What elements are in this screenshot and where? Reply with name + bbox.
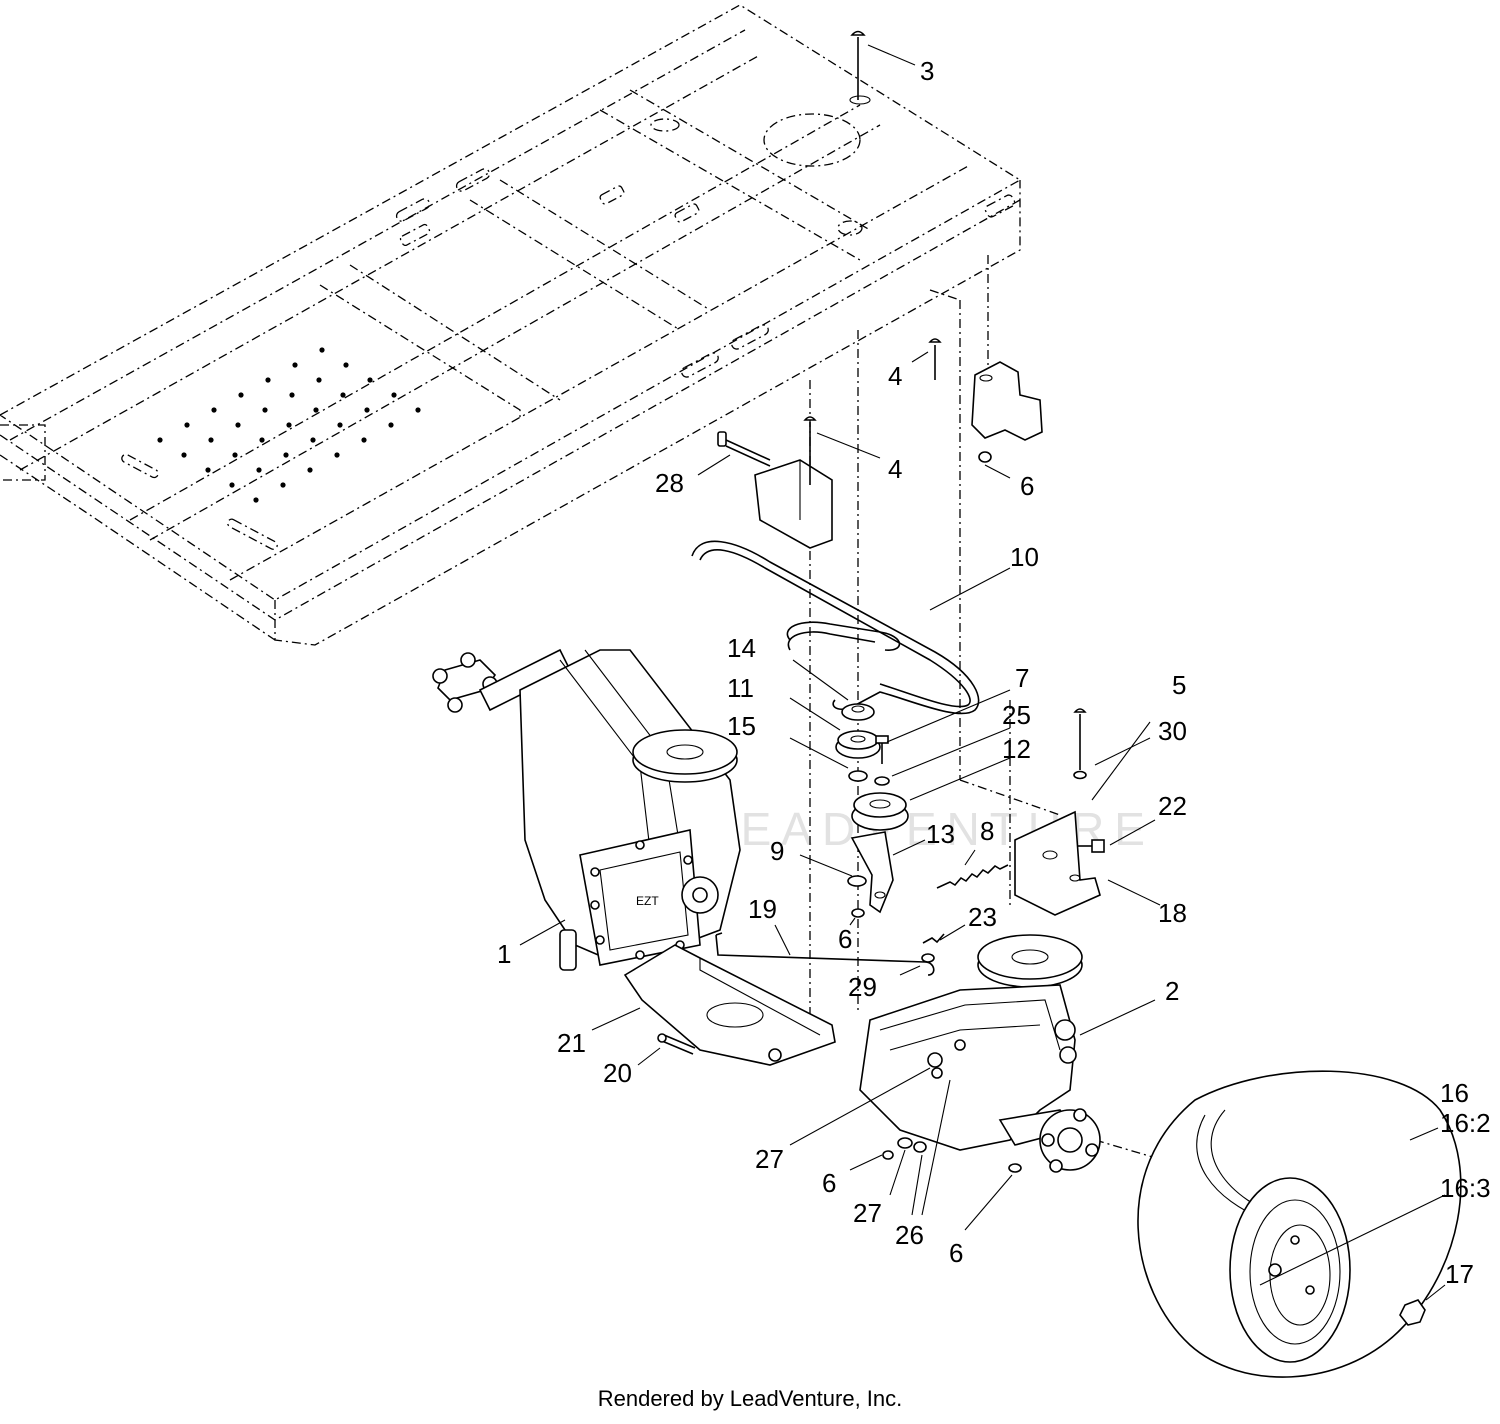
callout-8: 8: [980, 816, 994, 846]
callout-19: 19: [748, 894, 777, 924]
mount-bracket-left: [717, 416, 833, 549]
bracket-18: [1014, 708, 1105, 916]
callout-17: 17: [1445, 1259, 1474, 1289]
callout-20: 20: [603, 1058, 632, 1088]
callout-10: 10: [1010, 542, 1039, 572]
callout-30: 30: [1158, 716, 1187, 746]
callout-15: 15: [727, 711, 756, 741]
callout-18: 18: [1158, 898, 1187, 928]
callout-27b: 27: [853, 1198, 882, 1228]
callout-1: 1: [497, 939, 511, 969]
callout-23: 23: [968, 902, 997, 932]
callout-5: 5: [1172, 670, 1186, 700]
callout-7: 7: [1015, 663, 1029, 693]
callout-2: 2: [1165, 976, 1179, 1006]
callout-25: 25: [1002, 700, 1031, 730]
leader-lines: [519, 44, 1446, 1301]
callouts: 3 4 4 28 6 10 14 11 15 7 25 12 5 30 22 1…: [497, 56, 1491, 1289]
callout-11: 11: [727, 673, 754, 703]
idler-assembly: [835, 703, 1009, 918]
callout-14: 14: [727, 633, 756, 663]
callout-6c: 6: [822, 1168, 836, 1198]
callout-21: 21: [557, 1028, 586, 1058]
footer-credit: Rendered by LeadVenture, Inc.: [597, 1386, 903, 1411]
callout-29: 29: [848, 972, 877, 1002]
rear-wheel: [1137, 1070, 1462, 1378]
transaxle-right: [859, 934, 1101, 1173]
bracket-21: [623, 944, 836, 1066]
transaxle-left: EZT: [432, 648, 741, 971]
callout-3: 3: [920, 56, 934, 86]
callout-16-2: 16:2: [1440, 1108, 1491, 1138]
callout-6a: 6: [1020, 471, 1034, 501]
callout-4b: 4: [888, 454, 902, 484]
callout-6d: 6: [949, 1238, 963, 1268]
floor-holes: [157, 347, 421, 503]
callout-28: 28: [655, 468, 684, 498]
callout-4a: 4: [888, 361, 902, 391]
callout-6b: 6: [838, 924, 852, 954]
rod-19: [715, 932, 945, 976]
callout-9: 9: [770, 836, 784, 866]
callout-16-3: 16:3: [1440, 1173, 1491, 1203]
callout-27a: 27: [755, 1144, 784, 1174]
svg-text:EZT: EZT: [636, 894, 659, 908]
callout-22: 22: [1158, 791, 1187, 821]
callout-12: 12: [1002, 734, 1031, 764]
callout-26: 26: [895, 1220, 924, 1250]
callout-13: 13: [926, 819, 955, 849]
bolt-3: [849, 30, 871, 105]
mount-bracket-right: [928, 338, 1043, 463]
callout-16: 16: [1440, 1078, 1469, 1108]
frame-phantom: [0, 4, 1181, 1166]
